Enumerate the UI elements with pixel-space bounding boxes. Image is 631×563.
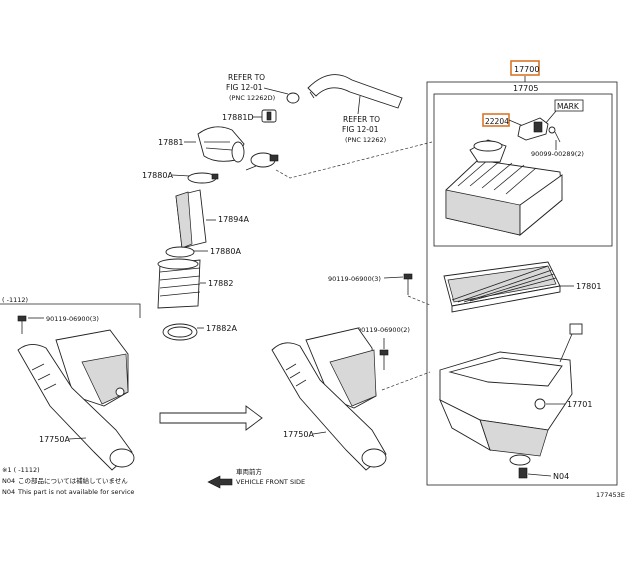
label-17750a-left: 17750A [39,435,70,444]
refer-a-line3: (PNC 12262D) [229,94,275,102]
refer-b-line3: (PNC 12262) [345,136,386,144]
front-jp: 車両前方 [236,467,263,476]
air-filter-element-17801 [443,261,561,313]
refer-a-line1: REFER TO [228,73,265,82]
front-en: VEHICLE FRONT SIDE [236,478,305,486]
clamp-17880a-top [187,172,219,184]
highlight-17700 [510,60,540,76]
clamp-12262d [286,92,300,104]
label-17700: 17700 [514,65,539,74]
label-inset-bracket: ( -1112) [2,296,28,304]
clip-n04 [518,467,528,479]
breather-hose [307,74,403,109]
resonator-17750a-left [17,329,135,471]
note-1: ※1 ( -1112) [2,466,40,474]
clamp-17880a-mid [165,246,195,258]
label-17701: 17701 [567,400,592,409]
label-17880a-mid: 17880A [210,247,241,256]
assembly-box-17700 [426,81,618,486]
label-17881: 17881 [158,138,183,147]
figure-id: 177453E [596,491,625,499]
inset-bracket [0,303,141,318]
air-cleaner-case-17701 [439,323,583,466]
label-17881d: 17881D [222,113,254,122]
refer-a-line2: FIG 12-01 [226,83,263,92]
fitting-17881d [261,109,277,123]
label-17882: 17882 [208,279,233,288]
label-17882a: 17882A [206,324,237,333]
flow-arrow [159,405,263,431]
air-cleaner-cap [445,139,563,236]
vehicle-front-arrow-icon [207,475,233,489]
bolt-90119-a [403,273,413,295]
bolt-inset [17,315,27,334]
label-17705: 17705 [513,84,538,93]
note-3-en: This part is not available for service [17,488,134,496]
refer-b-line2: FIG 12-01 [342,125,379,134]
note-2-jp: この部品については補給していません [18,476,128,485]
bolt-90119-b [379,349,389,370]
label-inset-90119: 90119-06900(3) [46,315,99,323]
subassembly-box-17705 [433,93,613,247]
note-3-code: N04 [2,488,15,496]
mark-box [554,99,584,112]
label-17750a-right: 17750A [283,430,314,439]
label-17880a-top: 17880A [142,171,173,180]
label-mark: MARK [557,102,580,111]
label-90119-b: 90119-06900(2) [357,326,410,334]
label-17894a: 17894A [218,215,249,224]
air-flow-meter-22204 [517,117,561,143]
hose-17882 [157,258,201,309]
refer-b-line1: REFER TO [343,115,380,124]
duct-17894a [175,189,207,249]
ring-17882a [162,323,198,341]
label-n04: N04 [553,472,569,481]
elbow-17881 [197,126,245,163]
resonator-17750a-right [271,327,387,471]
label-22204: 22204 [485,117,509,126]
label-17801: 17801 [576,282,601,291]
note-2-code: N04 [2,477,15,485]
label-90099: 90099-00289(2) [531,150,584,158]
label-90119-a: 90119-06900(3) [328,275,381,283]
clamp-17881 [250,152,279,168]
